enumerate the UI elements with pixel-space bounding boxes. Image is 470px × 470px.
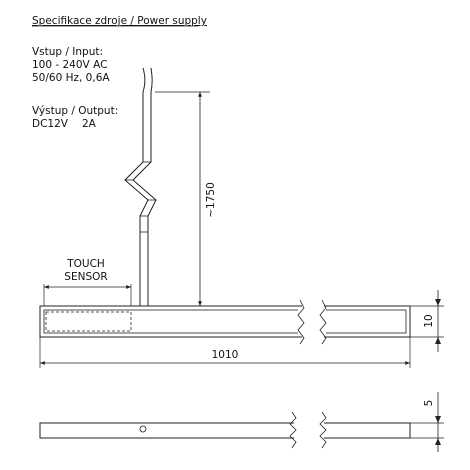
cover-thickness-label: 5 xyxy=(423,400,435,407)
cable-length-dimension: ~1750 xyxy=(155,91,217,306)
cover-profile xyxy=(39,411,411,449)
power-cable xyxy=(124,67,157,306)
cover-thickness-dimension: 5 xyxy=(410,392,444,452)
touch-sensor-zone xyxy=(45,311,132,332)
spec-heading: Specifikace zdroje / Power supply xyxy=(32,15,207,27)
cable-length-label: ~1750 xyxy=(205,182,217,218)
profile-length-label: 1010 xyxy=(212,349,239,361)
output-label: Výstup / Output: xyxy=(32,105,118,117)
profile-height-label: 10 xyxy=(423,314,435,327)
touch-sensor-dimension xyxy=(43,284,132,306)
profile-height-dimension: 10 xyxy=(410,290,444,352)
touch-sensor-label-line1: TOUCH xyxy=(66,258,105,270)
touch-sensor-label-line2: SENSOR xyxy=(64,271,107,283)
led-profile-front xyxy=(39,298,411,346)
input-frequency-current: 50/60 Hz, 0,6A xyxy=(32,72,110,84)
output-voltage: DC12V xyxy=(32,118,69,130)
output-current: 2A xyxy=(82,118,97,130)
input-voltage: 100 - 240V AC xyxy=(32,59,107,71)
profile-length-dimension: 1010 xyxy=(39,337,411,368)
input-label: Vstup / Input: xyxy=(32,46,103,58)
